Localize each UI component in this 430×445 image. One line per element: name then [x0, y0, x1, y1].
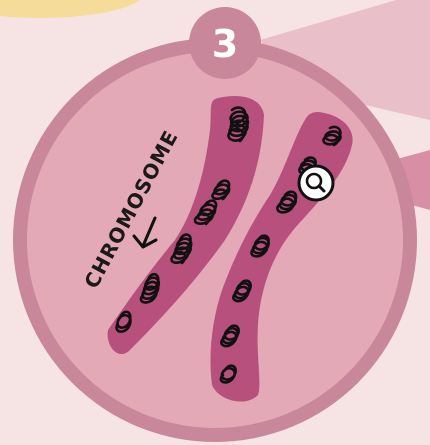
yellow-blob: [0, 0, 145, 18]
magnifying-glass-icon: [299, 166, 333, 200]
step-number: 3: [212, 22, 238, 66]
